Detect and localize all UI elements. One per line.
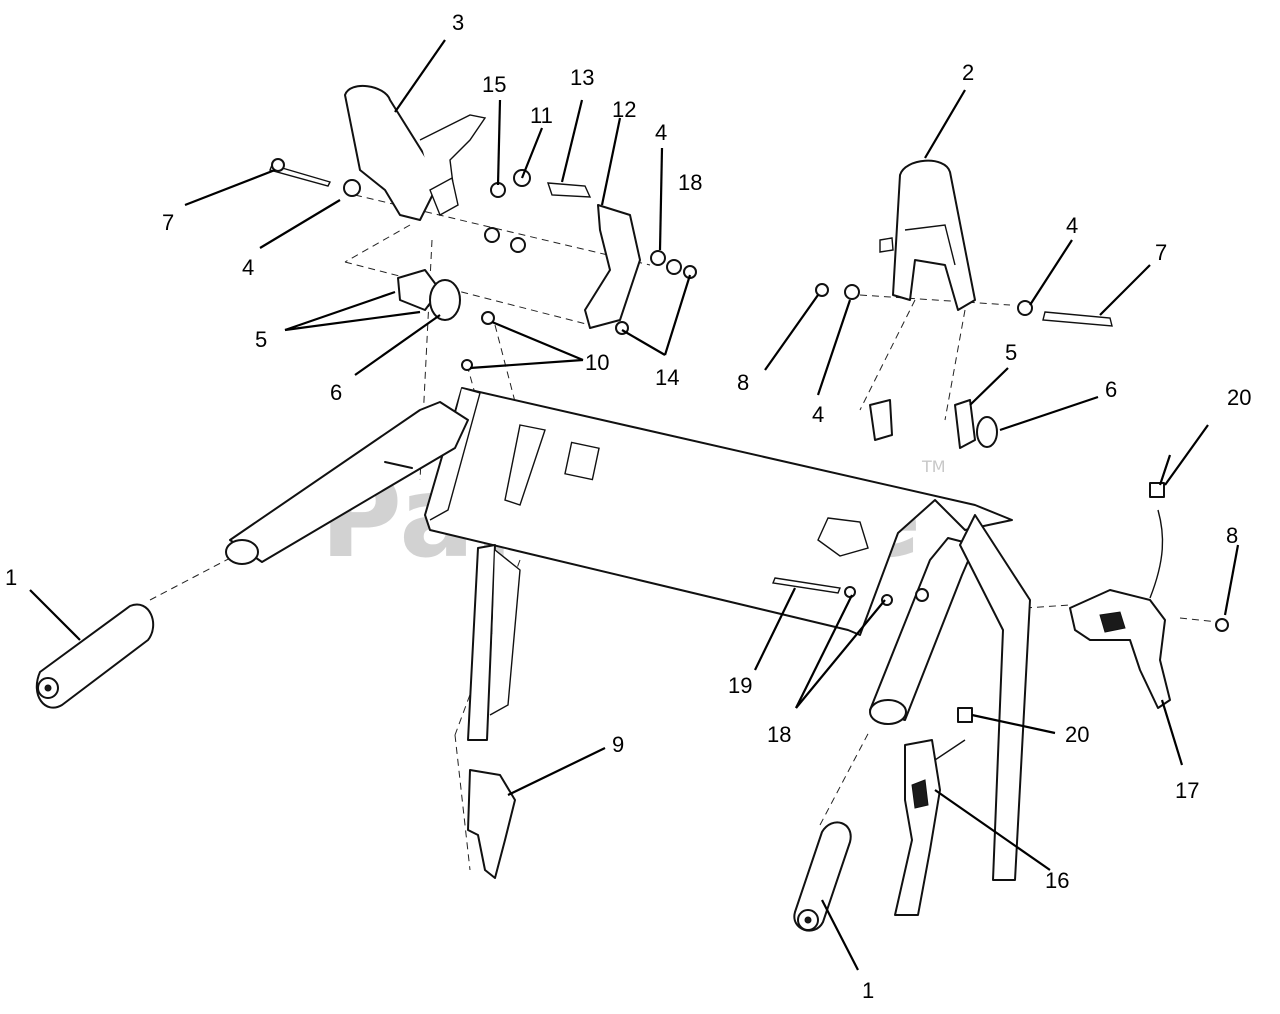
watermark-trademark: TM [921,457,946,476]
callout-4-left: 4 [242,255,254,280]
callout-19: 19 [728,673,752,698]
callout-numbers: 1 1 2 3 4 4 4 4 5 5 6 6 7 7 8 8 9 10 11 … [5,10,1251,1003]
callout-18-upper: 18 [678,170,702,195]
callout-1-left: 1 [5,565,17,590]
leader-lines [29,39,1240,971]
hardware-right [772,283,1229,632]
callout-7-left: 7 [162,210,174,235]
callout-20-lower: 20 [1065,722,1089,747]
callout-12: 12 [612,97,636,122]
control-lever [894,707,973,916]
callout-14: 14 [655,365,679,390]
hardware-left [269,158,697,371]
cam-assembly-left [397,269,461,321]
linkage-plate [547,182,641,329]
callout-4-right: 4 [1066,213,1078,238]
callout-6-left: 6 [330,380,342,405]
bracket-lower [467,769,516,879]
callout-7-right: 7 [1155,240,1167,265]
grip-left [35,603,155,709]
callout-17: 17 [1175,778,1199,803]
grip-right [793,821,852,932]
callout-1-right: 1 [862,978,874,1003]
callout-3: 3 [452,10,464,35]
callout-15: 15 [482,72,506,97]
callout-20-upper: 20 [1227,385,1251,410]
control-lever-right [1069,482,1171,709]
callout-5-left: 5 [255,327,267,352]
callout-8-left: 8 [737,370,749,395]
callout-11: 11 [530,103,553,128]
callout-10: 10 [585,350,609,375]
callout-13: 13 [570,65,594,90]
callout-5-right: 5 [1005,340,1017,365]
bracket-left [344,84,487,221]
callout-8-right: 8 [1226,523,1238,548]
right-handle-tube [869,514,1031,881]
left-handle-tube [225,401,469,565]
callout-6-right: 6 [1105,377,1117,402]
cam-assembly-right [869,399,998,449]
callout-4-lower-mid: 4 [812,402,824,427]
callout-2: 2 [962,60,974,85]
callout-4-upper-mid: 4 [655,120,667,145]
callout-16: 16 [1045,868,1069,893]
callout-9: 9 [612,732,624,757]
callout-18-lower: 18 [767,722,791,747]
bracket-right [879,159,976,311]
left-leg [467,544,521,741]
